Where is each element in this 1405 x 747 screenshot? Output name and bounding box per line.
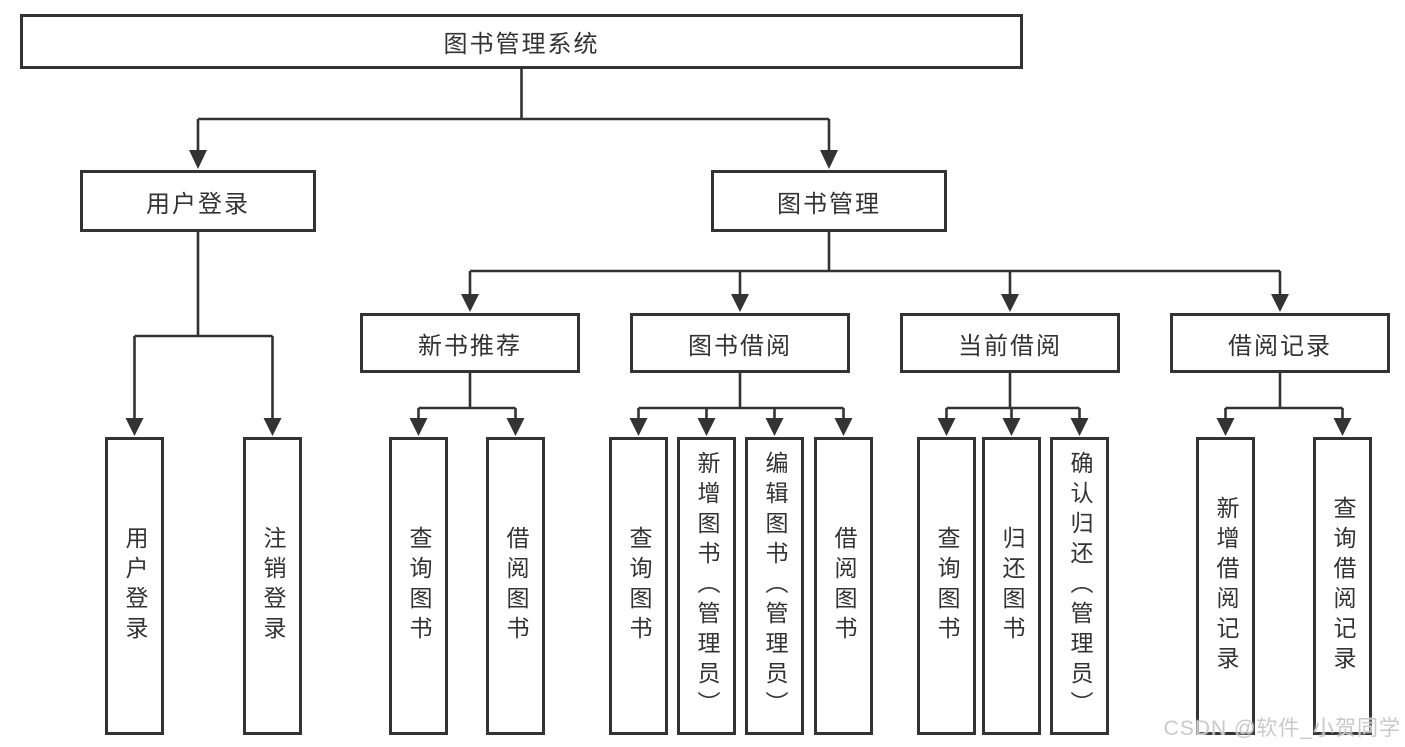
- node-label: 注销登录: [260, 526, 286, 646]
- node-label: 归还图书: [999, 526, 1025, 646]
- node-leaf-add-borrow-record: 新增借阅记录: [1196, 437, 1255, 735]
- node-leaf-add-book-admin: 新增图书（管理员）: [677, 437, 736, 735]
- node-book-management: 图书管理: [711, 170, 947, 232]
- connector-book-management-branch: [468, 232, 1282, 296]
- node-leaf-query-books-recommend: 查询图书: [389, 437, 448, 735]
- node-leaf-confirm-return-admin: 确认归还（管理员）: [1050, 437, 1109, 735]
- node-label: 用户登录: [146, 190, 250, 218]
- node-label: 查询图书: [406, 526, 432, 646]
- connector-user-login-branch: [133, 232, 274, 420]
- node-label: 新增借阅记录: [1213, 496, 1239, 676]
- connector-borrow-records-branch: [1224, 373, 1344, 420]
- node-label: 确认归还（管理员）: [1067, 451, 1093, 721]
- node-label: 新书推荐: [418, 332, 522, 360]
- node-label: 图书管理: [777, 190, 881, 218]
- node-leaf-borrow-books-recommend: 借阅图书: [486, 437, 545, 735]
- connector-root-to-level2: [196, 69, 831, 152]
- node-book-borrowing: 图书借阅: [630, 313, 850, 373]
- node-leaf-edit-book-admin: 编辑图书（管理员）: [745, 437, 804, 735]
- csdn-watermark: CSDN @软件_小贺同学: [1163, 717, 1401, 740]
- node-leaf-query-books-current: 查询图书: [917, 437, 976, 735]
- node-library-management-system: 图书管理系统: [20, 14, 1023, 69]
- node-leaf-logout: 注销登录: [243, 437, 302, 735]
- node-label: 借阅图书: [503, 526, 529, 646]
- node-leaf-query-borrow-record: 查询借阅记录: [1313, 437, 1372, 735]
- node-label: 当前借阅: [958, 332, 1062, 360]
- node-leaf-borrow-books: 借阅图书: [814, 437, 873, 735]
- node-leaf-return-book: 归还图书: [982, 437, 1041, 735]
- node-label: 借阅图书: [831, 526, 857, 646]
- connector-new-book-branch: [417, 373, 517, 420]
- node-label: 图书管理系统: [443, 31, 600, 58]
- node-leaf-query-books-borrow: 查询图书: [609, 437, 668, 735]
- node-current-borrowing: 当前借阅: [900, 313, 1120, 373]
- node-label: 查询借阅记录: [1330, 496, 1356, 676]
- node-label: 用户登录: [122, 526, 148, 646]
- connector-book-borrow-branch: [637, 373, 845, 420]
- node-label: 借阅记录: [1228, 332, 1332, 360]
- node-label: 查询图书: [934, 526, 960, 646]
- node-new-book-recommendation: 新书推荐: [360, 313, 580, 373]
- node-label: 新增图书（管理员）: [694, 451, 720, 721]
- node-label: 编辑图书（管理员）: [762, 451, 788, 721]
- node-label: 图书借阅: [688, 332, 792, 360]
- node-borrowing-records: 借阅记录: [1170, 313, 1390, 373]
- node-user-login: 用户登录: [80, 170, 316, 232]
- node-label: 查询图书: [626, 526, 652, 646]
- node-leaf-user-login: 用户登录: [105, 437, 164, 735]
- connector-current-borrow-branch: [945, 373, 1081, 420]
